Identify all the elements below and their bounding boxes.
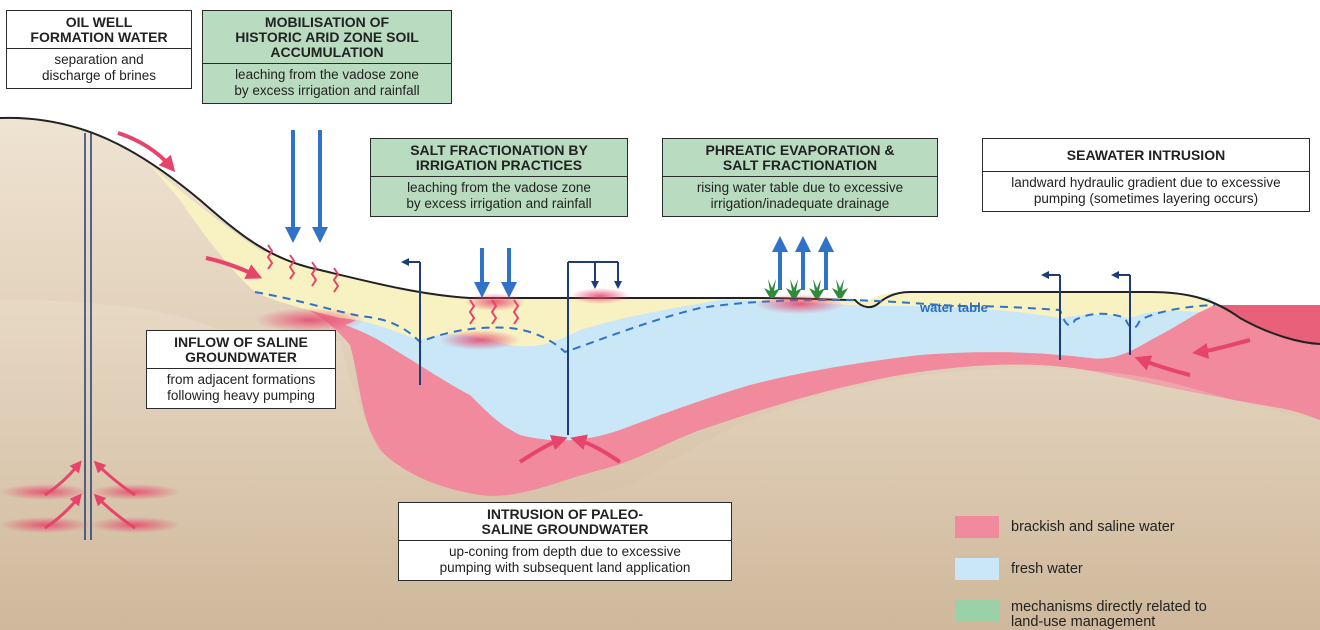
legend-label-fresh: fresh water <box>1011 561 1083 577</box>
mobilisation-title-line1: MOBILISATION OF <box>264 14 390 30</box>
upconing-cone <box>440 330 520 350</box>
inflow-title: INFLOW OF SALINE GROUNDWATER <box>147 331 335 368</box>
inflow-desc-line2: following heavy pumping <box>167 388 315 403</box>
salt-fractionation-box: SALT FRACTIONATION BY IRRIGATION PRACTIC… <box>370 138 628 217</box>
inflow-box: INFLOW OF SALINE GROUNDWATER from adjace… <box>146 330 336 409</box>
salt-fractionation-title-line2: IRRIGATION PRACTICES <box>415 157 583 173</box>
inflow-arrow <box>205 256 263 279</box>
mobilisation-desc-line2: by excess irrigation and rainfall <box>234 83 420 98</box>
salt-accumulation-4 <box>755 294 845 314</box>
seawater-arrow-1 <box>1192 338 1251 359</box>
oil-well-title: OIL WELL FORMATION WATER <box>7 11 191 48</box>
inflow-title-line2: GROUNDWATER <box>185 349 297 365</box>
legend-label-landuse: mechanisms directly related to land-use … <box>1011 600 1207 630</box>
legend-label-saline: brackish and saline water <box>1011 519 1175 535</box>
upconing-arrow-right <box>570 434 622 464</box>
legend-swatch-landuse <box>955 600 999 622</box>
seawater-desc: landward hydraulic gradient due to exces… <box>983 171 1309 211</box>
seawater-arrow-2 <box>1134 355 1191 377</box>
oil-well-desc: separation and discharge of brines <box>7 48 191 88</box>
mobilisation-title-line2: HISTORIC ARID ZONE SOIL <box>235 29 419 45</box>
mobilisation-title-line3: ACCUMULATION <box>270 44 384 60</box>
leaching-squiggles-mid <box>468 299 520 325</box>
oil-well-title-line2: FORMATION WATER <box>30 29 168 45</box>
salt-accumulation-3 <box>570 288 630 304</box>
paleo-box: INTRUSION OF PALEO- SALINE GROUNDWATER u… <box>398 502 732 581</box>
sea <box>1215 305 1320 344</box>
oil-well-desc-line2: discharge of brines <box>41 68 157 83</box>
water-table-label: water table <box>920 300 988 315</box>
salt-fractionation-desc-line2: by excess irrigation and rainfall <box>406 196 592 211</box>
paleo-title-line2: SALINE GROUNDWATER <box>481 521 649 537</box>
salt-accumulation-1 <box>255 308 365 332</box>
inflow-desc-line1: from adjacent formations <box>166 372 316 387</box>
oil-well-title-line1: OIL WELL <box>65 14 133 30</box>
phreatic-title: PHREATIC EVAPORATION & SALT FRACTIONATIO… <box>663 139 937 176</box>
pumping-well-2 <box>567 261 622 435</box>
phreatic-desc-line1: rising water table due to excessive <box>696 180 904 195</box>
seawater-desc-line2: pumping (sometimes layering occurs) <box>1033 191 1259 206</box>
salt-fractionation-desc-line1: leaching from the vadose zone <box>407 180 591 195</box>
legend-swatch-fresh <box>955 558 999 580</box>
mobilisation-desc: leaching from the vadose zone by excess … <box>203 63 451 103</box>
legend-swatch-saline <box>955 516 999 538</box>
phreatic-title-line2: SALT FRACTIONATION <box>722 157 878 173</box>
inflow-title-line1: INFLOW OF SALINE <box>174 334 308 350</box>
salt-fractionation-title: SALT FRACTIONATION BY IRRIGATION PRACTIC… <box>371 139 627 176</box>
leaching-squiggles-left <box>266 244 340 293</box>
phreatic-desc: rising water table due to excessive irri… <box>663 176 937 216</box>
mobilisation-desc-line1: leaching from the vadose zone <box>235 67 419 82</box>
phreatic-desc-line2: irrigation/inadequate drainage <box>710 196 890 211</box>
oil-well <box>0 133 180 540</box>
seawater-box: SEAWATER INTRUSION landward hydraulic gr… <box>982 138 1310 212</box>
pumping-well-1 <box>401 258 421 385</box>
pumping-well-4 <box>1111 271 1131 355</box>
legend-label-landuse-line2: land-use management <box>1011 614 1156 630</box>
pumping-well-3 <box>1041 271 1061 360</box>
paleo-desc: up-coning from depth due to excessive pu… <box>399 540 731 580</box>
brine-discharge-arrow <box>117 131 176 173</box>
inflow-desc: from adjacent formations following heavy… <box>147 368 335 408</box>
phreatic-box: PHREATIC EVAPORATION & SALT FRACTIONATIO… <box>662 138 938 217</box>
salt-fractionation-title-line1: SALT FRACTIONATION BY <box>410 142 588 158</box>
upconing-arrow-left <box>518 434 568 464</box>
salt-fractionation-desc: leaching from the vadose zone by excess … <box>371 176 627 216</box>
seawater-desc-line1: landward hydraulic gradient due to exces… <box>1011 175 1281 190</box>
paleo-desc-line1: up-coning from depth due to excessive <box>449 544 681 559</box>
seawater-title-line1: SEAWATER INTRUSION <box>1066 147 1226 163</box>
mobilisation-title: MOBILISATION OF HISTORIC ARID ZONE SOIL … <box>203 11 451 63</box>
seawater-title: SEAWATER INTRUSION <box>983 139 1309 171</box>
oil-well-desc-line1: separation and <box>54 52 144 67</box>
legend-label-landuse-line1: mechanisms directly related to <box>1011 599 1207 615</box>
paleo-desc-line2: pumping with subsequent land application <box>439 560 691 575</box>
paleo-title-line1: INTRUSION OF PALEO- <box>486 506 644 522</box>
oil-well-box: OIL WELL FORMATION WATER separation and … <box>6 10 192 89</box>
phreatic-title-line1: PHREATIC EVAPORATION & <box>705 142 895 158</box>
mobilisation-box: MOBILISATION OF HISTORIC ARID ZONE SOIL … <box>202 10 452 104</box>
paleo-title: INTRUSION OF PALEO- SALINE GROUNDWATER <box>399 503 731 540</box>
crop-plants <box>764 279 848 298</box>
vadose-zone <box>150 165 1215 347</box>
